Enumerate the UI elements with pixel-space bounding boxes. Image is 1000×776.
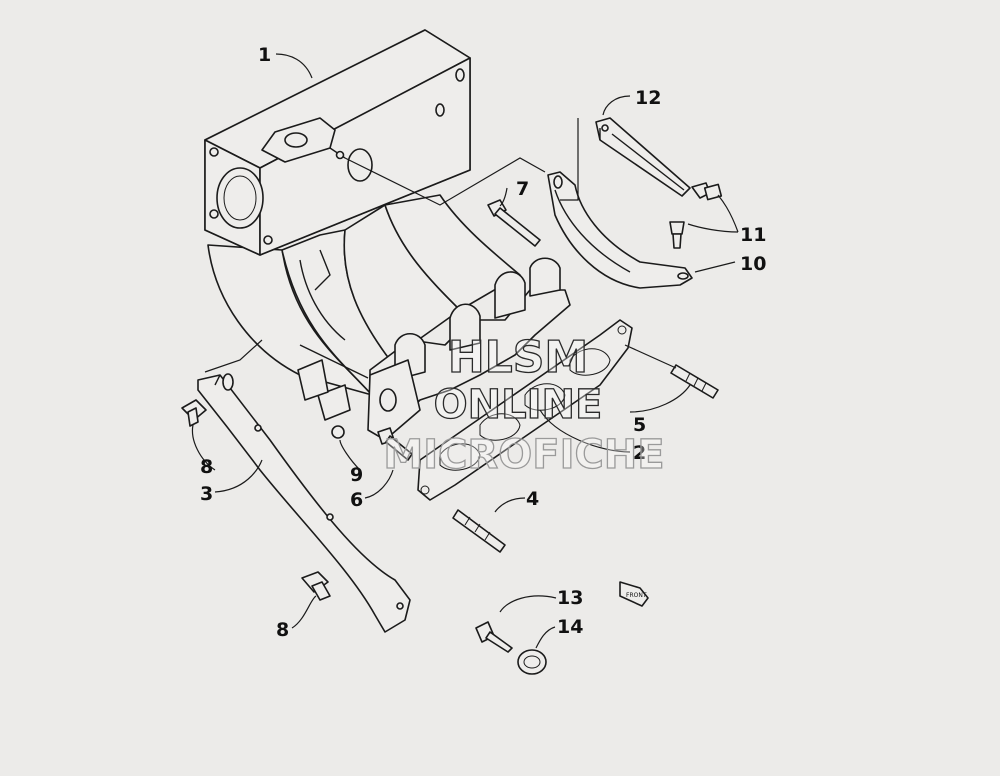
callout-12: 12	[635, 87, 661, 109]
part-13-fitting	[475, 621, 513, 653]
part-2-gasket	[417, 319, 633, 501]
leader-lines	[191, 53, 739, 649]
callout-9: 9	[350, 464, 363, 486]
callout-13: 13	[557, 587, 583, 609]
callout-1: 1	[258, 44, 271, 66]
part-4-stud	[452, 509, 506, 553]
callout-8-lower: 8	[276, 619, 289, 641]
part-6-bolt	[377, 427, 413, 461]
part-3-support-bracket	[197, 373, 411, 633]
part-14-cap	[517, 649, 547, 675]
watermark-line-1: HLSM	[448, 332, 588, 383]
part-7-bolt	[487, 199, 541, 247]
callout-2: 2	[633, 442, 646, 464]
watermark-line-3: MICROFICHE	[383, 432, 664, 478]
front-marker-label: FRONT	[626, 592, 647, 599]
callout-11: 11	[740, 224, 766, 246]
callouts: 1 2 3 4 5 6 7 8 8 9 10 11 12 13 14	[200, 44, 766, 641]
watermark-line-2: ONLINE	[434, 382, 603, 428]
part-1-exhaust-manifold	[204, 29, 521, 396]
callout-5: 5	[633, 414, 646, 436]
part-2-intake-manifold	[297, 257, 571, 441]
callout-7: 7	[516, 178, 529, 200]
part-12-upper-bracket	[595, 117, 691, 197]
watermark: HLSM ONLINE MICROFICHE	[383, 331, 666, 478]
front-arrow-icon: FRONT	[619, 581, 649, 607]
callout-3: 3	[200, 483, 213, 505]
part-11-bolts	[669, 182, 723, 249]
part-10-shield-bracket	[547, 171, 693, 289]
callout-8-upper: 8	[200, 456, 213, 478]
callout-14: 14	[557, 616, 583, 638]
part-8-bolts	[181, 399, 331, 601]
part-5-stud	[670, 364, 719, 399]
callout-4: 4	[526, 488, 539, 510]
callout-6: 6	[350, 489, 363, 511]
callout-10: 10	[740, 253, 766, 275]
